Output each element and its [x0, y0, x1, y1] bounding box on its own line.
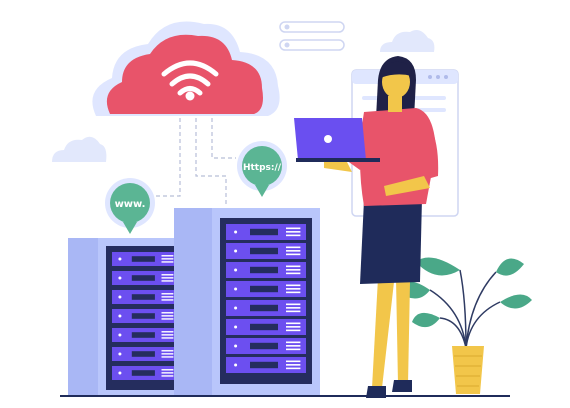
server-rack-left [68, 238, 190, 396]
potted-plant [398, 257, 532, 394]
small-cloud-left-icon [52, 136, 107, 162]
server-unit [226, 338, 306, 354]
https-pin-label: Https:// [243, 163, 282, 173]
wifi-cloud-icon [92, 21, 280, 116]
server-unit [112, 328, 178, 342]
server-unit [112, 366, 178, 380]
server-unit [112, 252, 178, 266]
decorative-search-bars [279, 21, 345, 51]
server-unit [226, 281, 306, 297]
rack-left-units [112, 252, 178, 380]
server-unit [226, 357, 306, 373]
server-unit [226, 319, 306, 335]
server-unit [226, 224, 306, 240]
server-unit [112, 271, 178, 285]
server-unit [112, 290, 178, 304]
server-unit [226, 300, 306, 316]
server-unit [226, 262, 306, 278]
server-unit [226, 243, 306, 259]
network-connectors [148, 118, 236, 206]
rack-right-units [226, 224, 306, 373]
server-unit [112, 347, 178, 361]
small-cloud-right-icon [380, 30, 435, 52]
www-pin-icon: www. [105, 178, 155, 234]
https-pin-icon: Https:// [237, 141, 287, 197]
server-unit [112, 309, 178, 323]
server-rack-right [174, 208, 320, 396]
woman-with-laptop [294, 56, 439, 398]
www-pin-label: www. [115, 199, 146, 210]
